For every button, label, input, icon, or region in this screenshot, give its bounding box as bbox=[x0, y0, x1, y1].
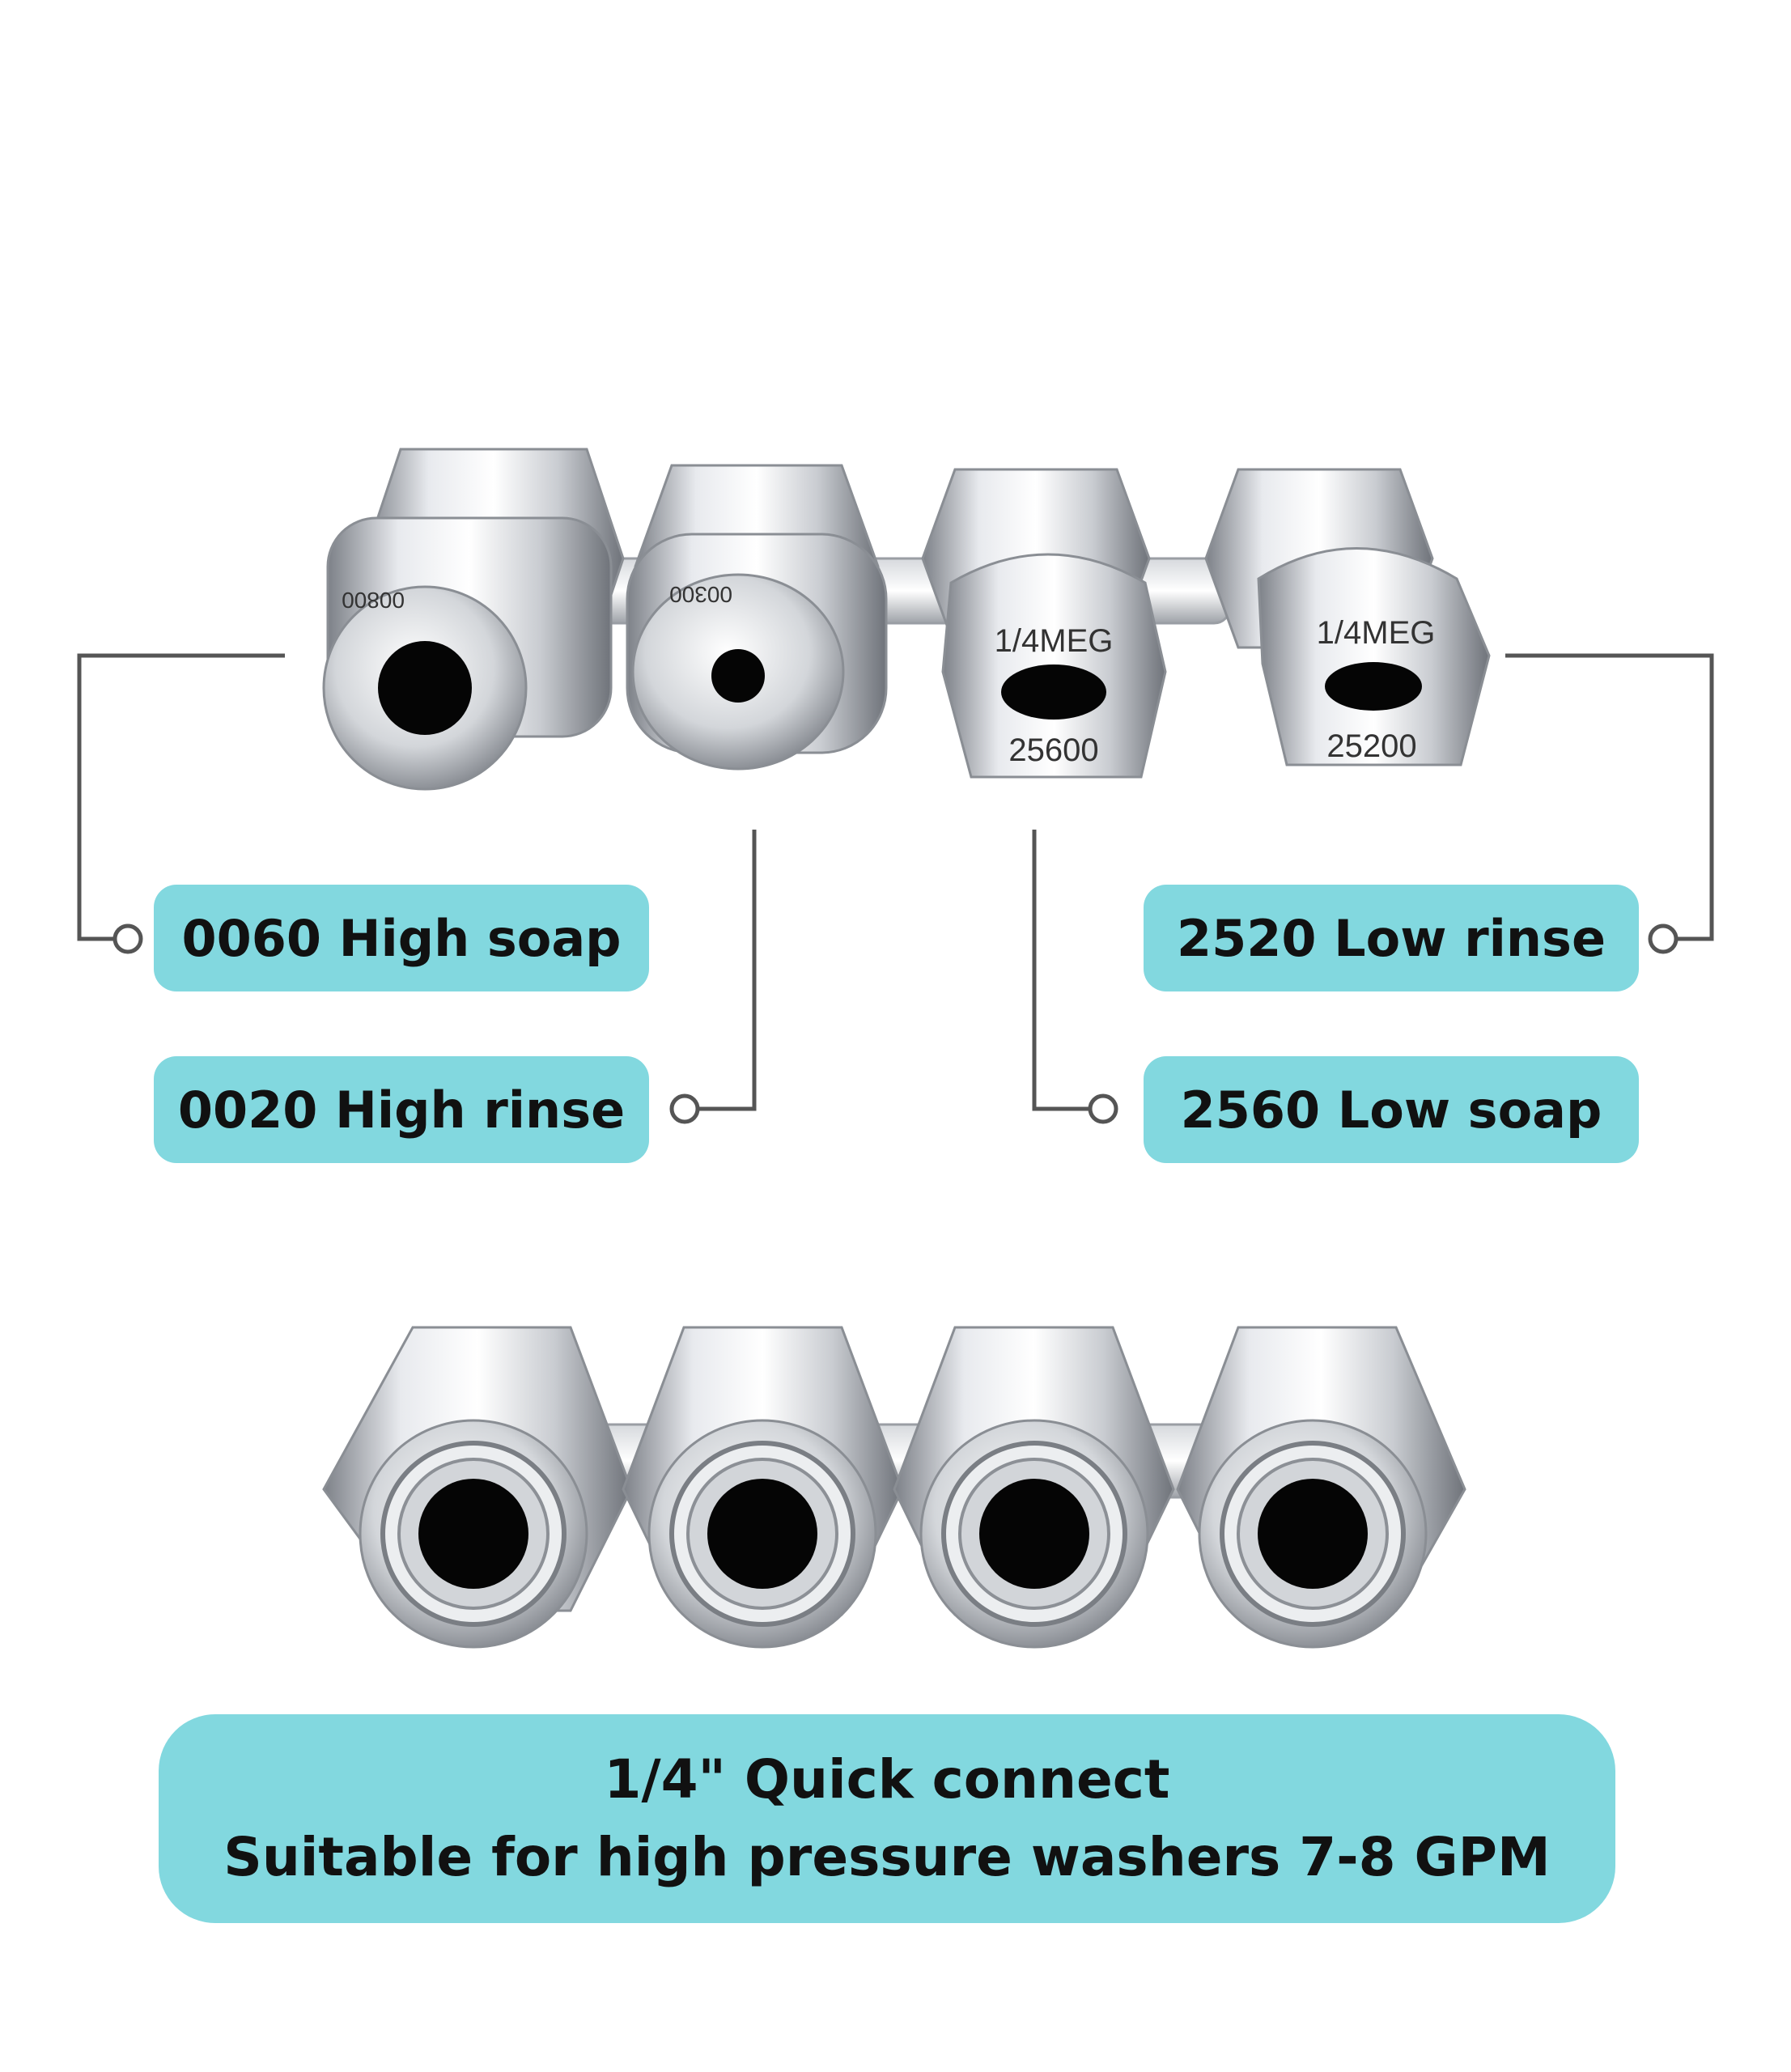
bottom-manifold bbox=[322, 1326, 1466, 1649]
top-manifold: 00800 00300 1/4MEG 25600 1/4MEG 25200 bbox=[322, 448, 1491, 791]
label-2560-low-soap: 2560 Low soap bbox=[1144, 1056, 1639, 1163]
banner-line-1: 1/4" Quick connect bbox=[604, 1748, 1170, 1811]
nozzle-2520-marking-bottom: 25200 bbox=[1326, 728, 1416, 764]
quick-connect-4 bbox=[1176, 1326, 1466, 1649]
connector-dot-icon bbox=[112, 923, 143, 954]
nozzle-0020: 00300 bbox=[626, 464, 888, 771]
connector-line-2560 bbox=[1032, 830, 1089, 1111]
label-2520-low-rinse: 2520 Low rinse bbox=[1144, 885, 1639, 991]
quick-connect-1 bbox=[322, 1326, 633, 1649]
connector-line-0060 bbox=[77, 653, 285, 941]
nozzle-2560: 1/4MEG 25600 bbox=[921, 468, 1167, 779]
nozzle-2560-marking-top: 1/4MEG bbox=[995, 623, 1114, 659]
quick-connect-2 bbox=[622, 1326, 904, 1649]
quick-connect-3 bbox=[893, 1326, 1175, 1649]
connector-line-0020 bbox=[699, 830, 757, 1111]
label-0020-high-rinse: 0020 High rinse bbox=[154, 1056, 649, 1163]
connector-dot-icon bbox=[669, 1093, 700, 1124]
nozzle-2560-marking-bottom: 25600 bbox=[1008, 732, 1098, 768]
connector-line-2520 bbox=[1505, 653, 1714, 941]
quick-connect-banner: 1/4" Quick connect Suitable for high pre… bbox=[159, 1714, 1615, 1923]
connector-lines bbox=[77, 653, 1714, 1111]
connector-dot-icon bbox=[1088, 1093, 1118, 1124]
nozzle-2520-marking-top: 1/4MEG bbox=[1317, 615, 1436, 651]
banner-line-2: Suitable for high pressure washers 7-8 G… bbox=[223, 1826, 1551, 1888]
label-0060-high-soap: 0060 High soap bbox=[154, 885, 649, 991]
nozzle-0020-marking: 00300 bbox=[669, 582, 732, 607]
nozzle-0060: 00800 bbox=[322, 448, 625, 791]
nozzle-0060-marking: 00800 bbox=[342, 588, 405, 613]
connector-dot-icon bbox=[1648, 923, 1679, 954]
nozzle-2520: 1/4MEG 25200 bbox=[1204, 468, 1491, 766]
connector-dots bbox=[112, 923, 1679, 1124]
